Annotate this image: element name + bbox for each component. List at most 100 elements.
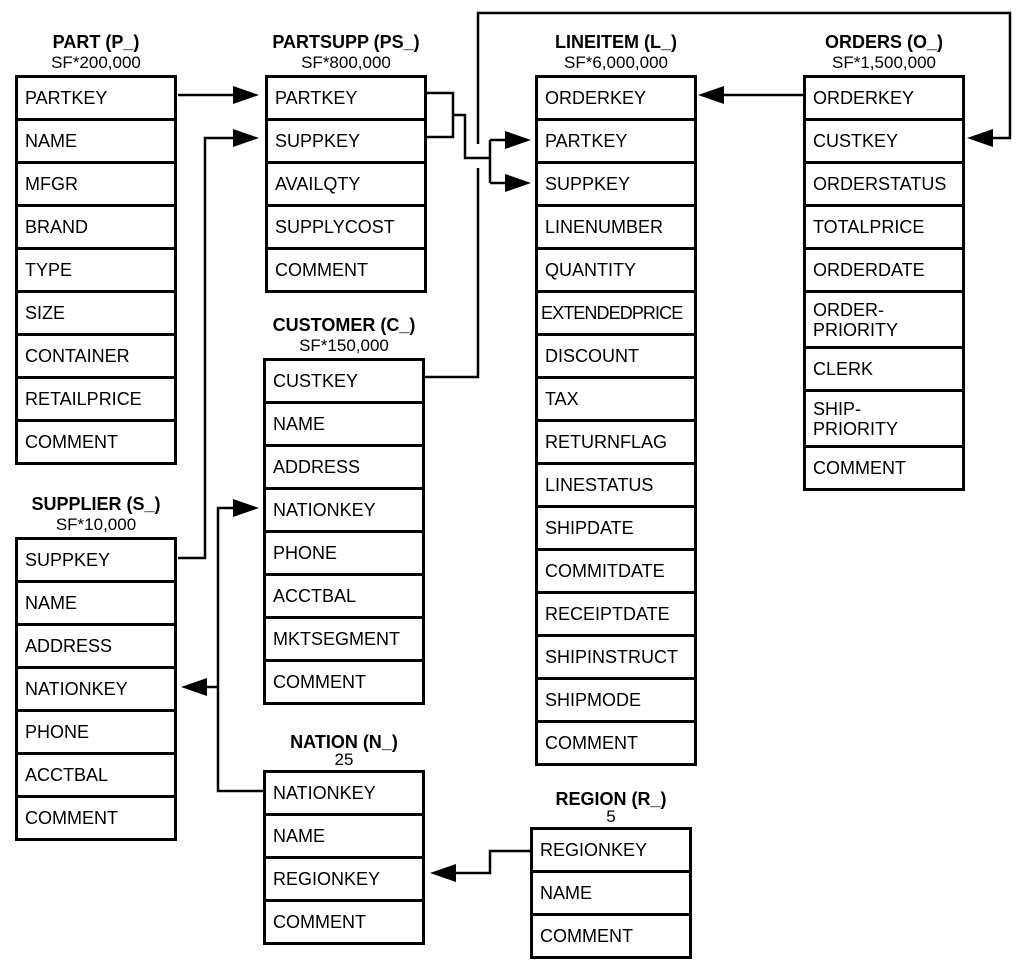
lineitem-suppkey: SUPPKEY [535, 161, 697, 207]
orders-clerk: CLERK [803, 346, 965, 392]
arrowhead-lineitem-orderkey [698, 86, 724, 104]
table-customer-box: CUSTKEY NAME ADDRESS NATIONKEY PHONE ACC… [263, 358, 425, 705]
arrowhead-customer-nationkey [233, 499, 259, 517]
table-part-cardinality: SF*200,000 [51, 53, 141, 72]
supplier-phone: PHONE [15, 709, 177, 755]
supplier-address: ADDRESS [15, 623, 177, 669]
supplier-suppkey: SUPPKEY [15, 537, 177, 583]
arrowhead-partsupp-partkey [233, 86, 259, 104]
table-customer: CUSTOMER (C_) SF*150,000 CUSTKEY NAME AD… [263, 314, 444, 705]
orders-totalprice: TOTALPRICE [803, 204, 965, 250]
edge-region-regionkey-to-nation [430, 849, 530, 882]
customer-comment: COMMENT [263, 659, 425, 705]
part-brand: BRAND [15, 204, 177, 250]
table-partsupp-box: PARTKEY SUPPKEY AVAILQTY SUPPLYCOST COMM… [265, 75, 427, 293]
orders-orderstatus: ORDERSTATUS [803, 161, 965, 207]
partsupp-supplycost: SUPPLYCOST [265, 204, 427, 250]
region-comment: COMMENT [530, 913, 692, 959]
table-nation: NATION (N_) 25 NATIONKEY NAME REGIONKEY … [263, 732, 444, 945]
lineitem-quantity: QUANTITY [535, 247, 697, 293]
arrowhead-nation-regionkey [430, 864, 456, 882]
table-part-title: PART (P_) [52, 32, 140, 52]
part-mfgr: MFGR [15, 161, 177, 207]
customer-address: ADDRESS [263, 444, 425, 490]
lineitem-comment: COMMENT [535, 720, 697, 766]
arrowhead-orders-custkey [967, 129, 993, 147]
table-partsupp-title: PARTSUPP (PS_) [272, 32, 420, 52]
arrowhead-lineitem-suppkey [505, 174, 531, 192]
lineitem-shipinstruct: SHIPINSTRUCT [535, 634, 697, 680]
customer-name: NAME [263, 401, 425, 447]
partsupp-comment: COMMENT [265, 247, 427, 293]
table-orders-box: ORDERKEY CUSTKEY ORDERSTATUS TOTALPRICE … [803, 75, 965, 491]
table-orders: ORDERS (O_) SF*1,500,000 ORDERKEY CUSTKE… [803, 31, 984, 491]
region-name: NAME [530, 870, 692, 916]
nation-nationkey: NATIONKEY [263, 770, 425, 816]
partsupp-suppkey: SUPPKEY [265, 118, 427, 164]
lineitem-orderkey: ORDERKEY [535, 75, 697, 121]
orders-orderkey: ORDERKEY [803, 75, 965, 121]
supplier-acctbal: ACCTBAL [15, 752, 177, 798]
edge-supplier-suppkey-to-partsupp [178, 129, 259, 560]
customer-mktsegment: MKTSEGMENT [263, 616, 425, 662]
edge-nation-nationkey-to-customer-and-supplier [181, 499, 263, 793]
lineitem-extendedprice: EXTENDEDPRICE [535, 290, 697, 336]
table-nation-cardinality: 25 [334, 750, 354, 769]
edge-orders-orderkey-to-lineitem [698, 86, 803, 104]
lineitem-returnflag: RETURNFLAG [535, 419, 697, 465]
customer-custkey: CUSTKEY [263, 358, 425, 404]
part-container: CONTAINER [15, 333, 177, 379]
region-regionkey: REGIONKEY [530, 827, 692, 873]
arrowhead-supplier-nationkey [181, 678, 207, 696]
edge-customer-custkey-to-orders [425, 11, 1012, 379]
table-region-title: REGION (R_) [555, 789, 667, 809]
lineitem-linestatus: LINESTATUS [535, 462, 697, 508]
supplier-comment: COMMENT [15, 795, 177, 841]
table-supplier-title: SUPPLIER (S_) [31, 494, 161, 514]
supplier-nationkey: NATIONKEY [15, 666, 177, 712]
table-part: PART (P_) SF*200,000 PARTKEY NAME MFGR B… [15, 31, 196, 465]
lineitem-partkey: PARTKEY [535, 118, 697, 164]
table-customer-title: CUSTOMER (C_) [272, 315, 416, 335]
table-nation-title: NATION (N_) [290, 732, 398, 752]
table-customer-cardinality: SF*150,000 [299, 336, 389, 355]
part-partkey: PARTKEY [15, 75, 177, 121]
table-supplier-cardinality: SF*10,000 [55, 515, 137, 534]
table-supplier-box: SUPPKEY NAME ADDRESS NATIONKEY PHONE ACC… [15, 537, 177, 841]
table-part-box: PARTKEY NAME MFGR BRAND TYPE SIZE CONTAI… [15, 75, 177, 465]
customer-acctbal: ACCTBAL [263, 573, 425, 619]
lineitem-receiptdate: RECEIPTDATE [535, 591, 697, 637]
edge-partsupp-to-lineitem [427, 91, 531, 192]
nation-regionkey: REGIONKEY [263, 856, 425, 902]
partsupp-partkey: PARTKEY [265, 75, 427, 121]
lineitem-discount: DISCOUNT [535, 333, 697, 379]
lineitem-commitdate: COMMITDATE [535, 548, 697, 594]
table-lineitem-cardinality: SF*6,000,000 [564, 53, 668, 72]
nation-name: NAME [263, 813, 425, 859]
table-orders-cardinality: SF*1,500,000 [832, 53, 936, 72]
table-lineitem-box: ORDERKEY PARTKEY SUPPKEY LINENUMBER QUAN… [535, 75, 697, 766]
orders-shippriority: SHIP- PRIORITY [803, 389, 965, 448]
table-partsupp: PARTSUPP (PS_) SF*800,000 PARTKEY SUPPKE… [265, 31, 446, 293]
lineitem-shipmode: SHIPMODE [535, 677, 697, 723]
customer-phone: PHONE [263, 530, 425, 576]
orders-comment: COMMENT [803, 445, 965, 491]
table-region-cardinality: 5 [606, 807, 616, 826]
orders-custkey: CUSTKEY [803, 118, 965, 164]
table-region: REGION (R_) 5 REGIONKEY NAME COMMENT [530, 789, 711, 959]
table-lineitem: LINEITEM (L_) SF*6,000,000 ORDERKEY PART… [535, 31, 716, 766]
lineitem-linenumber: LINENUMBER [535, 204, 697, 250]
partsupp-availqty: AVAILQTY [265, 161, 427, 207]
table-supplier: SUPPLIER (S_) SF*10,000 SUPPKEY NAME ADD… [15, 493, 196, 841]
arrowhead-lineitem-partkey [505, 131, 531, 149]
part-type: TYPE [15, 247, 177, 293]
supplier-name: NAME [15, 580, 177, 626]
nation-comment: COMMENT [263, 899, 425, 945]
table-orders-title: ORDERS (O_) [824, 32, 943, 52]
table-region-box: REGIONKEY NAME COMMENT [530, 827, 692, 959]
customer-nationkey: NATIONKEY [263, 487, 425, 533]
table-nation-box: NATIONKEY NAME REGIONKEY COMMENT [263, 770, 425, 945]
table-partsupp-cardinality: SF*800,000 [301, 53, 391, 72]
